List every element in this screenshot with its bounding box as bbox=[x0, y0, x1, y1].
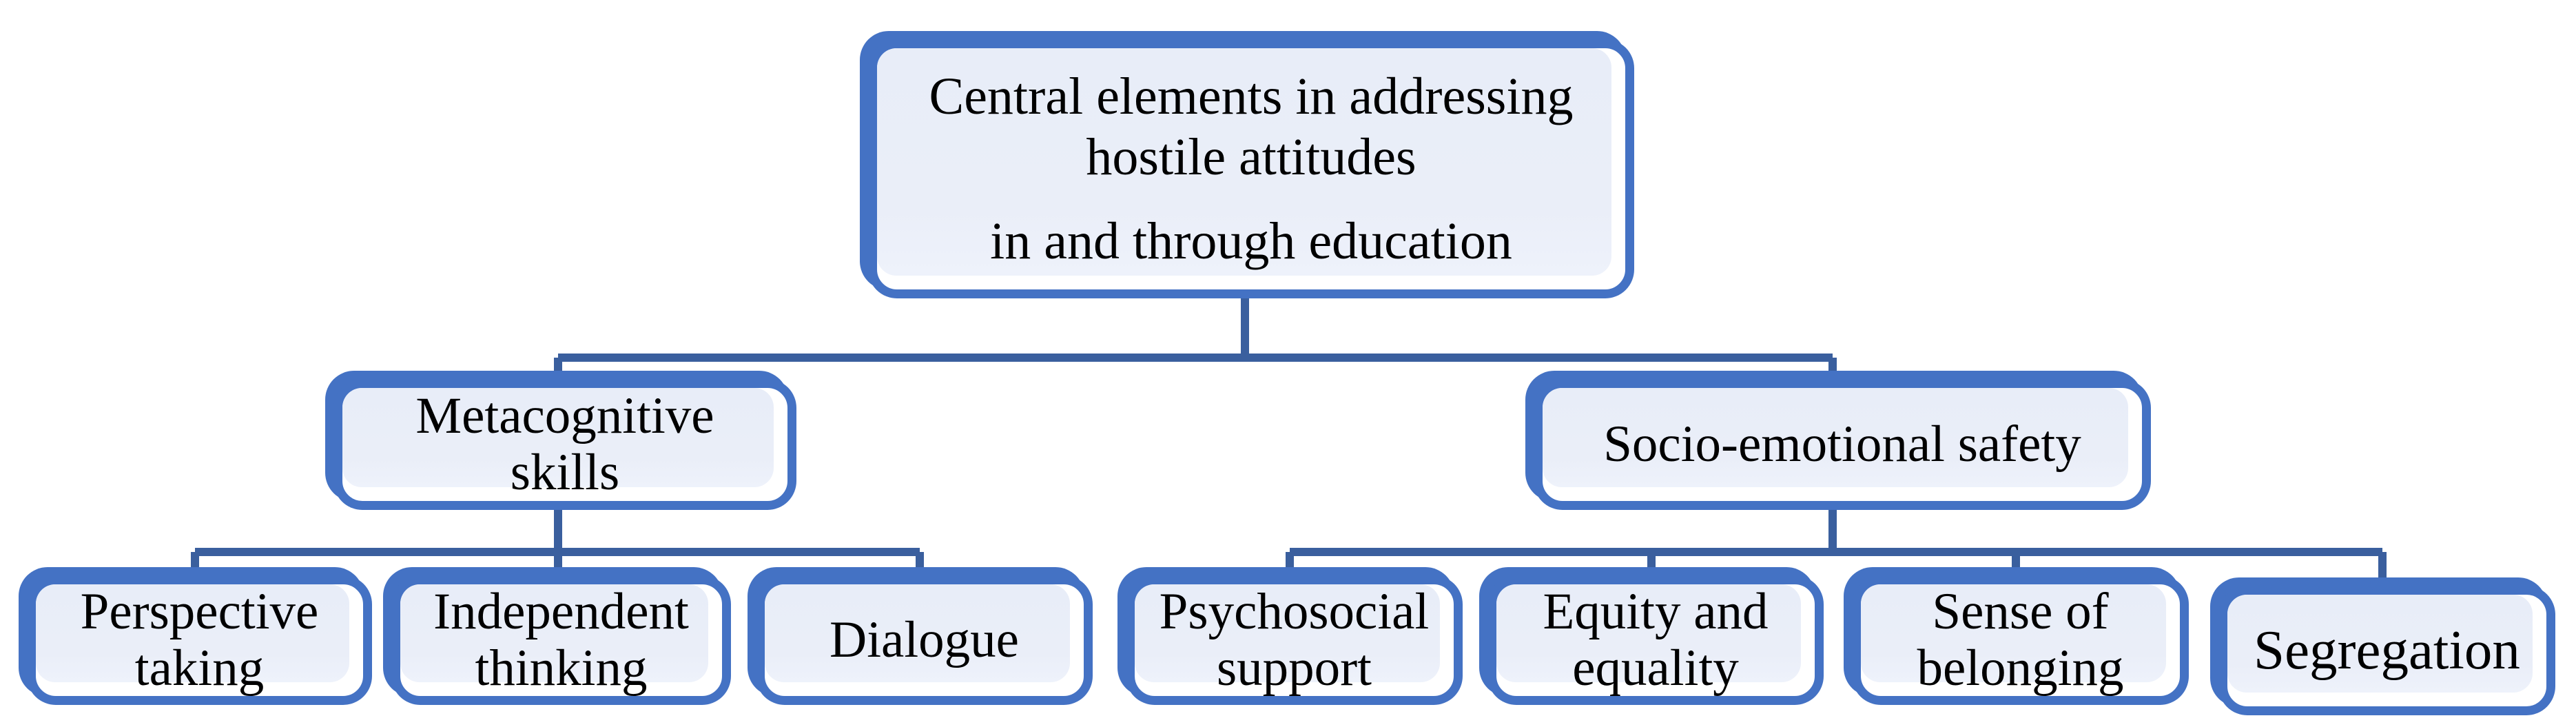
node-fill bbox=[1861, 584, 2166, 682]
leaf-node-psychosocial-support: Psychosocial support bbox=[1117, 567, 1463, 705]
leaf-node-label: Equity and equality bbox=[1543, 582, 1769, 697]
leaf-node-label: Independent thinking bbox=[433, 582, 689, 697]
node-fill bbox=[877, 48, 1611, 276]
leaf-node-label: Segregation bbox=[2254, 619, 2520, 682]
node-fill bbox=[1543, 388, 2128, 487]
root-node-label: Central elements in addressing hostile a… bbox=[868, 39, 1634, 298]
node-fill bbox=[1135, 584, 1440, 682]
branch-node-socio-emotional-safety: Socio-emotional safety bbox=[1525, 371, 2151, 510]
leaf-node-label: Perspective taking bbox=[80, 582, 319, 697]
node-fill bbox=[2227, 595, 2533, 693]
connector-paths bbox=[191, 298, 2387, 582]
root-label-line1: Central elements in addressing bbox=[929, 68, 1574, 125]
leaf-node-label: Sense of belonging bbox=[1917, 582, 2124, 697]
node-fill bbox=[400, 584, 708, 682]
root-label-line2: hostile attitudes bbox=[1086, 128, 1416, 186]
leaf-node-perspective-taking: Perspective taking bbox=[19, 567, 372, 705]
leaf-node-independent-thinking: Independent thinking bbox=[383, 567, 731, 705]
leaf-node-label: Psychosocial support bbox=[1159, 582, 1430, 697]
node-fill bbox=[36, 584, 349, 682]
branch-node-label: Socio-emotional safety bbox=[1603, 415, 2081, 473]
node-fill bbox=[765, 584, 1070, 682]
branch-node-label: Metacognitive skills bbox=[415, 387, 714, 501]
leaf-node-label: Dialogue bbox=[830, 611, 1019, 668]
leaf-node-equity-and-equality: Equity and equality bbox=[1479, 567, 1824, 705]
leaf-node-dialogue: Dialogue bbox=[748, 567, 1093, 705]
branch-node-metacognitive-skills: Metacognitive skills bbox=[325, 371, 796, 510]
leaf-node-sense-of-belonging: Sense of belonging bbox=[1844, 567, 2189, 705]
root-label-line3: in and through education bbox=[990, 212, 1512, 270]
root-node-central-elements: Central elements in addressing hostile a… bbox=[860, 31, 1634, 298]
node-fill bbox=[342, 388, 774, 487]
node-fill bbox=[1496, 584, 1801, 682]
leaf-node-segregation: Segregation bbox=[2210, 577, 2555, 715]
